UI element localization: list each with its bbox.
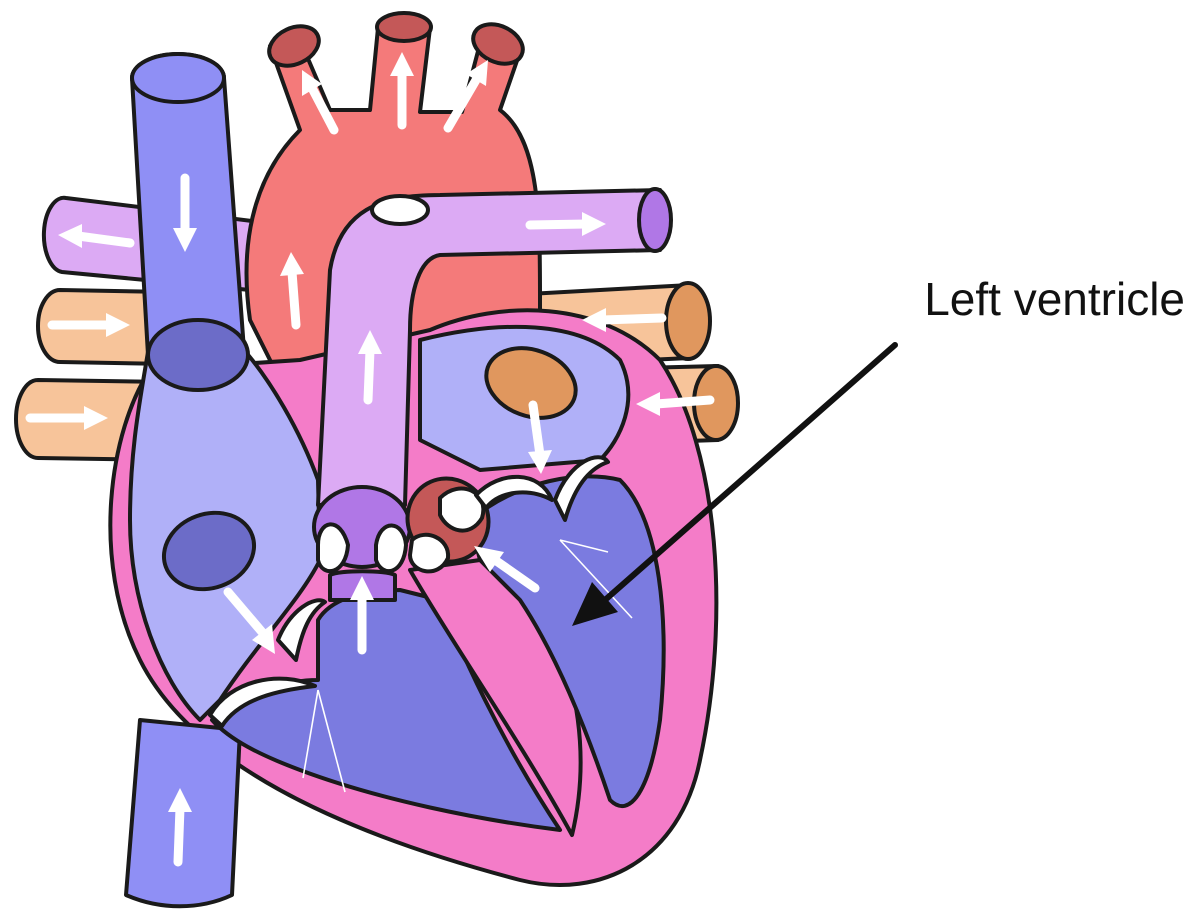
- pulmonary-artery-pocket: [372, 196, 428, 224]
- pulmonary-vein-upper-right-opening: [666, 283, 710, 359]
- pulmonary-artery-right-opening: [639, 189, 671, 251]
- aorta-branch-1-opening: [263, 19, 325, 74]
- aorta-branch-2-opening: [377, 13, 431, 41]
- left-ventricle-label: Left ventricle: [924, 273, 1185, 325]
- superior-vena-cava-opening: [148, 320, 248, 390]
